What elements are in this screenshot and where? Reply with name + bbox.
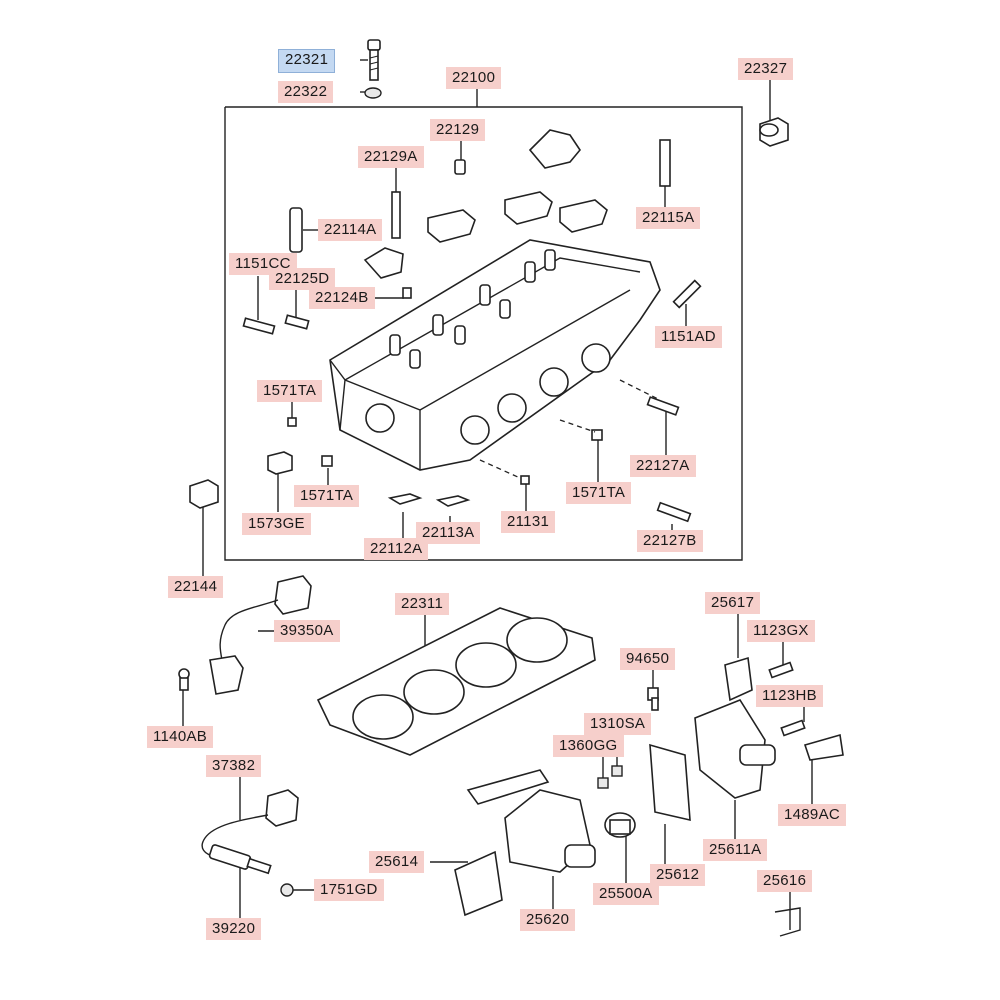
sensor-39220 xyxy=(201,789,299,875)
label-1140AB[interactable]: 1140AB xyxy=(147,726,214,748)
label-25616[interactable]: 25616 xyxy=(757,870,813,892)
label-21131[interactable]: 21131 xyxy=(501,511,556,533)
bolt-1123HB xyxy=(780,719,806,737)
label-22311[interactable]: 22311 xyxy=(395,593,450,615)
centerlines xyxy=(479,379,661,479)
label-22129A[interactable]: 22129A xyxy=(358,146,424,168)
label-25612[interactable]: 25612 xyxy=(650,864,706,886)
label-22327[interactable]: 22327 xyxy=(738,58,794,80)
sender-94650 xyxy=(647,687,659,711)
label-25617[interactable]: 25617 xyxy=(705,592,761,614)
label-22115A[interactable]: 22115A xyxy=(636,207,701,229)
label-22100[interactable]: 22100 xyxy=(446,67,502,89)
camshaft-caps xyxy=(363,129,608,279)
small-studs xyxy=(242,139,702,523)
label-94650[interactable]: 94650 xyxy=(620,648,676,670)
label-1151AD[interactable]: 1151AD xyxy=(655,326,722,348)
dowel-sleeves xyxy=(267,451,471,507)
label-25611A[interactable]: 25611A xyxy=(703,839,768,861)
head-ports xyxy=(365,343,611,445)
washer-22322 xyxy=(364,87,382,99)
leader-lines xyxy=(182,59,813,920)
label-1571TA-b[interactable]: 1571TA xyxy=(294,485,360,507)
label-1123GX[interactable]: 1123GX xyxy=(747,620,815,642)
bracket-25617 xyxy=(724,656,753,702)
label-22112A[interactable]: 22112A xyxy=(364,538,429,560)
label-37382[interactable]: 37382 xyxy=(206,755,262,777)
label-22144[interactable]: 22144 xyxy=(168,576,224,598)
label-22321[interactable]: 22321 xyxy=(278,49,336,73)
label-22322[interactable]: 22322 xyxy=(278,81,334,103)
label-1751GD[interactable]: 1751GD xyxy=(314,879,384,901)
label-39350A[interactable]: 39350A xyxy=(274,620,340,642)
housing-25611A xyxy=(694,699,776,799)
label-1123HB[interactable]: 1123HB xyxy=(756,685,823,707)
label-1571TA-a[interactable]: 1571TA xyxy=(257,380,323,402)
label-22114A[interactable]: 22114A xyxy=(318,219,383,241)
label-1310SA[interactable]: 1310SA xyxy=(584,713,652,735)
label-22125D[interactable]: 22125D xyxy=(269,268,336,290)
dowel-22144 xyxy=(189,479,219,509)
nuts-1310SA-1360GG xyxy=(597,765,623,789)
head-gasket xyxy=(316,607,596,756)
label-22127A[interactable]: 22127A xyxy=(630,455,696,477)
clip-25616 xyxy=(774,906,801,937)
label-1573GE[interactable]: 1573GE xyxy=(242,513,311,535)
cylinder-head xyxy=(329,239,661,471)
thermostat-25500A xyxy=(604,812,636,838)
label-22124B[interactable]: 22124B xyxy=(309,287,375,309)
bracket-1489AC xyxy=(803,733,844,761)
label-22127B[interactable]: 22127B xyxy=(637,530,703,552)
bolt-22321 xyxy=(367,39,381,81)
label-22113A[interactable]: 22113A xyxy=(416,522,481,544)
label-1571TA-c[interactable]: 1571TA xyxy=(566,482,632,504)
bolt-1140AB xyxy=(178,668,190,691)
gasket-25612 xyxy=(649,743,691,822)
washer-1751GD xyxy=(280,883,294,897)
head-bolt-bosses xyxy=(389,249,556,369)
cap-22327 xyxy=(759,117,789,147)
label-22129[interactable]: 22129 xyxy=(430,119,486,141)
label-25500A[interactable]: 25500A xyxy=(593,883,659,905)
gasket-25614 xyxy=(454,850,503,917)
label-1489AC[interactable]: 1489AC xyxy=(778,804,847,826)
label-25620[interactable]: 25620 xyxy=(520,909,576,931)
bolt-1123GX xyxy=(768,661,794,679)
label-1360GG[interactable]: 1360GG xyxy=(553,735,624,757)
water-outlet-25620 xyxy=(466,769,596,873)
label-39220[interactable]: 39220 xyxy=(206,918,262,940)
label-25614[interactable]: 25614 xyxy=(369,851,425,873)
sensor-39350A xyxy=(209,575,312,695)
